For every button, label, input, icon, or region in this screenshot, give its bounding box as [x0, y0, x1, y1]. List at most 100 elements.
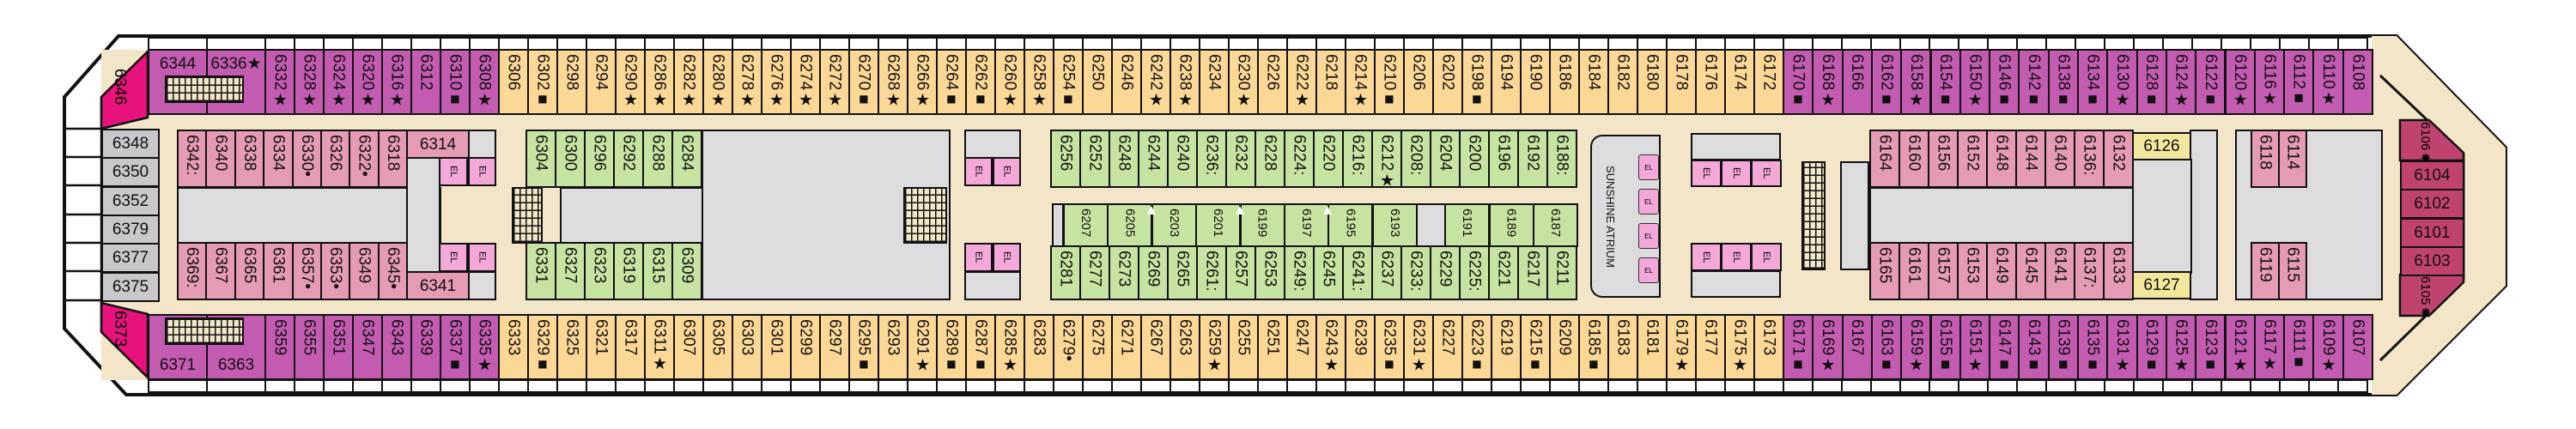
cabin-6265[interactable]: 6265: [1167, 245, 1198, 300]
cabin-6247[interactable]: 6247: [1286, 314, 1317, 380]
cabin-6285[interactable]: 6285★: [994, 314, 1025, 380]
cabin-6240[interactable]: 6240: [1167, 130, 1198, 188]
cabin-6302[interactable]: 6302■: [527, 49, 558, 115]
cabin-6212[interactable]: 6212★: [1371, 130, 1402, 190]
cabin-6296[interactable]: 6296: [584, 130, 615, 188]
cabin-6218[interactable]: 6218: [1315, 49, 1346, 115]
cabin-6256[interactable]: 6256: [1050, 130, 1081, 188]
cabin-6309[interactable]: 6309: [671, 242, 702, 300]
cabin-6189[interactable]: 6189: [1488, 203, 1534, 247]
cabin-6335[interactable]: 6335★: [469, 314, 500, 380]
cabin-6263[interactable]: 6263: [1170, 314, 1200, 380]
cabin-6222[interactable]: 6222★: [1286, 49, 1317, 115]
cabin-6245[interactable]: 6245: [1313, 245, 1344, 300]
cabin-6261[interactable]: 6261:: [1196, 245, 1227, 300]
cabin-6319[interactable]: 6319: [613, 242, 644, 300]
cabin-6227[interactable]: 6227: [1432, 314, 1463, 380]
cabin-6192[interactable]: 6192: [1517, 130, 1548, 188]
cabin-6301[interactable]: 6301: [761, 314, 792, 380]
cabin-6181[interactable]: 6181: [1637, 314, 1668, 380]
cabin-6168[interactable]: 6168★: [1812, 49, 1844, 115]
cabin-6169[interactable]: 6169★: [1812, 314, 1844, 380]
cabin-6277[interactable]: 6277: [1079, 245, 1110, 300]
cabin-6104[interactable]: 6104: [2400, 160, 2464, 190]
cabin-6131[interactable]: 6131★: [2106, 314, 2138, 380]
cabin-6224[interactable]: 6224:: [1284, 130, 1315, 188]
cabin-6230[interactable]: 6230★: [1228, 49, 1259, 115]
cabin-6225[interactable]: 6225:: [1459, 245, 1490, 300]
cabin-6114[interactable]: 6114: [2278, 130, 2307, 188]
cabin-6105[interactable]: 6105✸: [2418, 276, 2433, 321]
cabin-6350[interactable]: 6350: [101, 157, 160, 188]
cabin-6312[interactable]: 6312: [410, 49, 441, 115]
cabin-6152[interactable]: 6152: [1957, 130, 1988, 188]
cabin-6203[interactable]: 6203: [1151, 203, 1197, 247]
cabin-6211[interactable]: 6211: [1546, 245, 1577, 300]
cabin-6118[interactable]: 6118: [2251, 130, 2280, 188]
cabin-6129[interactable]: 6129■: [2136, 314, 2167, 380]
cabin-6308[interactable]: 6308★: [469, 49, 500, 115]
cabin-6276[interactable]: 6276★: [761, 49, 792, 115]
cabin-6282[interactable]: 6282★: [673, 49, 704, 115]
cabin-6306[interactable]: 6306: [498, 49, 529, 115]
cabin-6119[interactable]: 6119: [2251, 242, 2280, 300]
cabin-6345[interactable]: 6345•: [377, 242, 409, 300]
cabin-6325[interactable]: 6325: [556, 314, 587, 380]
cabin-6304[interactable]: 6304: [526, 130, 556, 188]
cabin-6140[interactable]: 6140: [2044, 130, 2075, 188]
cabin-6145[interactable]: 6145: [2015, 242, 2046, 300]
cabin-6163[interactable]: 6163■: [1870, 314, 1903, 380]
cabin-6236[interactable]: 6236:: [1196, 130, 1227, 188]
cabin-6288[interactable]: 6288: [642, 130, 673, 188]
cabin-6244[interactable]: 6244: [1138, 130, 1169, 188]
cabin-6379[interactable]: 6379: [101, 214, 160, 245]
cabin-6291[interactable]: 6291★: [907, 314, 938, 380]
cabin-6190[interactable]: 6190: [1520, 49, 1551, 115]
cabin-6273[interactable]: 6273: [1109, 245, 1139, 300]
cabin-6233[interactable]: 6233:: [1400, 245, 1431, 300]
cabin-6209[interactable]: 6209: [1549, 314, 1580, 380]
cabin-6369[interactable]: 6369:: [177, 242, 208, 300]
cabin-6101[interactable]: 6101: [2400, 217, 2464, 248]
cabin-6215[interactable]: 6215■: [1520, 314, 1551, 380]
cabin-6231[interactable]: 6231★: [1403, 314, 1434, 380]
cabin-6210[interactable]: 6210■: [1374, 49, 1405, 115]
cabin-6342[interactable]: 6342:: [177, 130, 208, 188]
cabin-6144[interactable]: 6144: [2015, 130, 2046, 188]
cabin-6292[interactable]: 6292: [613, 130, 644, 188]
cabin-6132[interactable]: 6132: [2103, 130, 2134, 188]
cabin-6353[interactable]: 6353•: [320, 242, 351, 300]
cabin-6175[interactable]: 6175★: [1724, 314, 1755, 380]
cabin-6188[interactable]: 6188:: [1546, 130, 1577, 188]
cabin-6264[interactable]: 6264■: [936, 49, 967, 115]
cabin-6151[interactable]: 6151★: [1959, 314, 1991, 380]
cabin-6207[interactable]: 6207: [1063, 203, 1109, 247]
cabin-6157[interactable]: 6157: [1928, 242, 1959, 300]
cabin-6172[interactable]: 6172: [1753, 49, 1784, 115]
cabin-6121[interactable]: 6121★: [2224, 314, 2256, 380]
cabin-6228[interactable]: 6228: [1255, 130, 1285, 188]
cabin-6111[interactable]: 6111■: [2283, 314, 2315, 380]
cabin-6355[interactable]: 6355: [294, 314, 325, 380]
cabin-6321[interactable]: 6321: [586, 314, 617, 380]
cabin-6323[interactable]: 6323: [584, 242, 615, 300]
cabin-6103[interactable]: 6103: [2400, 245, 2464, 276]
cabin-6246[interactable]: 6246: [1111, 49, 1142, 115]
cabin-6287[interactable]: 6287■: [965, 314, 996, 380]
cabin-6153[interactable]: 6153: [1957, 242, 1988, 300]
cabin-6166[interactable]: 6166: [1841, 49, 1873, 115]
cabin-6149[interactable]: 6149: [1986, 242, 2017, 300]
cabin-6194[interactable]: 6194: [1491, 49, 1522, 115]
cabin-6186[interactable]: 6186: [1549, 49, 1580, 115]
cabin-6183[interactable]: 6183: [1607, 314, 1638, 380]
cabin-6117[interactable]: 6117★: [2253, 314, 2286, 380]
cabin-6343[interactable]: 6343: [381, 314, 412, 380]
cabin-6206[interactable]: 6206: [1403, 49, 1434, 115]
cabin-6134[interactable]: 6134■: [2077, 49, 2109, 115]
cabin-6217[interactable]: 6217: [1517, 245, 1548, 300]
cabin-6300[interactable]: 6300: [555, 130, 586, 188]
cabin-6346[interactable]: 6346: [111, 69, 129, 106]
cabin-6154[interactable]: 6154■: [1929, 49, 1961, 115]
cabin-6185[interactable]: 6185■: [1578, 314, 1609, 380]
cabin-6241[interactable]: 6241:: [1342, 245, 1373, 300]
